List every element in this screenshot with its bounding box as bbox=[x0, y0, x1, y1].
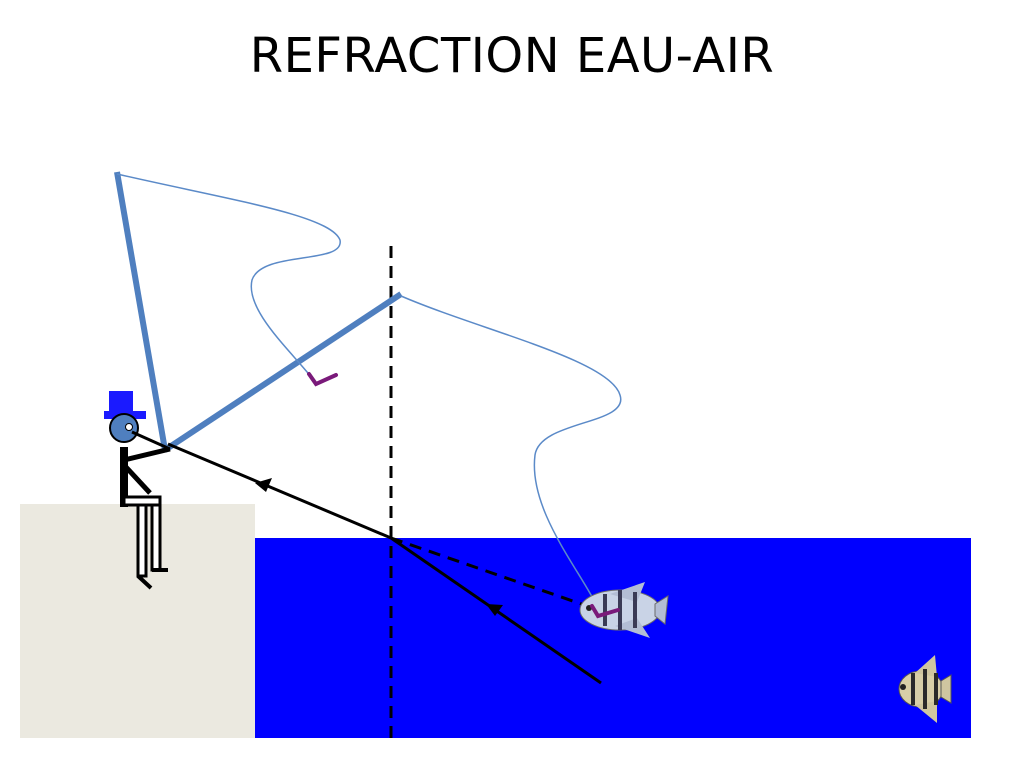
arm bbox=[131, 430, 171, 451]
hook-icon-lowered bbox=[590, 604, 620, 619]
foot-back bbox=[136, 574, 153, 590]
fishing-rod-lowered bbox=[163, 291, 403, 453]
arrow-icon-water bbox=[486, 604, 503, 616]
forearm bbox=[123, 446, 171, 463]
hat-crown bbox=[109, 391, 133, 413]
body bbox=[120, 447, 128, 507]
fish-tail bbox=[940, 674, 952, 704]
fish-eye bbox=[900, 684, 906, 690]
apparent-ray-dashed bbox=[390, 536, 591, 609]
hook-icon-raised bbox=[307, 372, 338, 387]
fisherman-figure bbox=[104, 391, 171, 590]
fishing-line-raised bbox=[116, 173, 341, 379]
eye bbox=[125, 423, 133, 431]
fish-anal-fin bbox=[915, 701, 937, 723]
arrow-icon-air bbox=[255, 478, 272, 492]
water-area bbox=[255, 538, 971, 738]
fish-anal-fin bbox=[615, 618, 650, 638]
upper-arm bbox=[122, 463, 152, 495]
page-title: REFRACTION EAU-AIR bbox=[249, 28, 775, 84]
fish-tail bbox=[654, 595, 669, 625]
leg-back bbox=[136, 503, 148, 578]
fishing-rod-raised bbox=[114, 171, 168, 451]
fish-dorsal-fin bbox=[915, 655, 937, 677]
angelfish-icon-real bbox=[898, 655, 952, 723]
refracted-ray-air bbox=[167, 442, 392, 540]
leg-front bbox=[150, 503, 162, 572]
fishing-line-lowered bbox=[400, 295, 622, 609]
head bbox=[109, 413, 139, 443]
